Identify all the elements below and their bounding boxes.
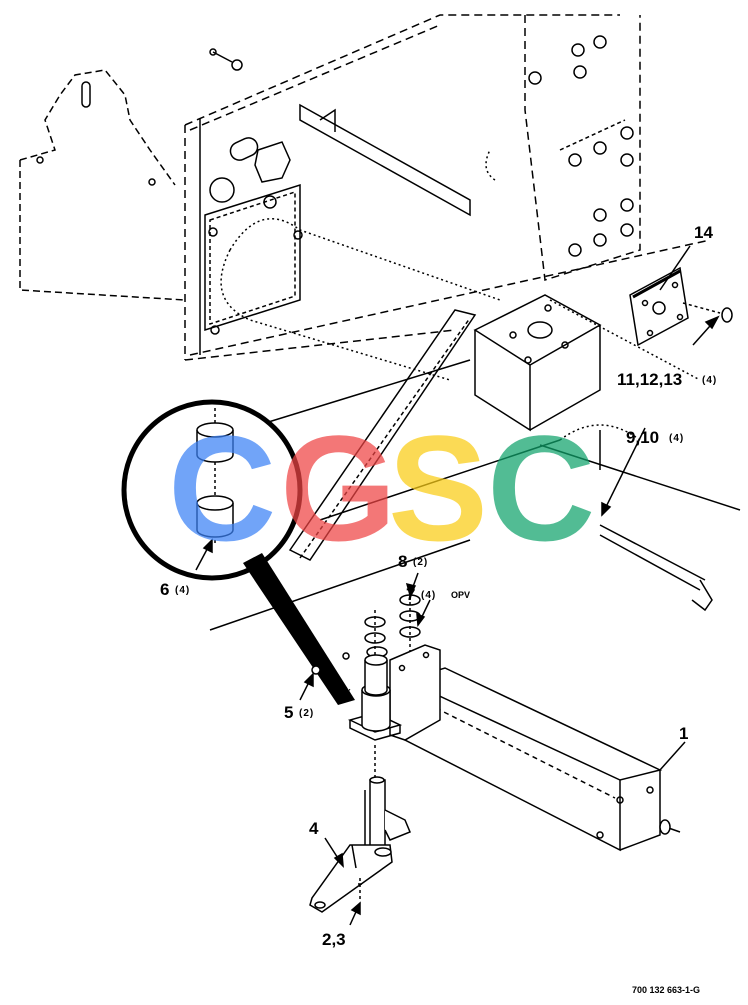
frame-assembly (19, 14, 741, 631)
watermark-letter: G (280, 404, 397, 572)
callout-7-qty: (4) (421, 590, 436, 601)
callout-7: 7 (406, 585, 415, 604)
callout-11-12-13: 11,12,13 (617, 370, 682, 389)
leader-lines (195, 245, 720, 926)
callout-11-12-13-qty: (4) (702, 375, 717, 386)
watermark-letter: S (388, 404, 488, 572)
bracket-assembly (309, 590, 681, 913)
callout-4: 4 (309, 819, 319, 838)
panel-holes (528, 35, 634, 257)
callout-labels: 1 4 5 (2) 6 (4) 7 (4) OPV 8 (2) 9,10 (4)… (160, 223, 717, 949)
bolt-11-12-13 (682, 302, 733, 323)
callout-1: 1 (679, 724, 688, 743)
callout-8: 8 (398, 552, 407, 571)
callout-8-qty: (2) (413, 557, 428, 568)
callout-6-qty: (4) (175, 585, 190, 596)
callout-5: 5 (284, 703, 293, 722)
watermark-letter: C (487, 404, 595, 572)
callout-9-10: 9,10 (626, 428, 659, 447)
callout-2-3: 2,3 (322, 930, 346, 949)
watermark-letter: C (168, 404, 276, 572)
callout-7-note: OPV (451, 590, 470, 600)
magnifier-inset (121, 399, 355, 705)
bolt-top (209, 48, 243, 71)
callout-5-qty: (2) (299, 708, 314, 719)
plate-14 (629, 266, 689, 347)
callout-6: 6 (160, 580, 169, 599)
cgsc-watermark: C G S C (168, 404, 595, 572)
callout-14: 14 (694, 223, 713, 242)
document-id: 700 132 663-1-G (632, 985, 700, 995)
callout-9-10-qty: (4) (669, 433, 684, 444)
